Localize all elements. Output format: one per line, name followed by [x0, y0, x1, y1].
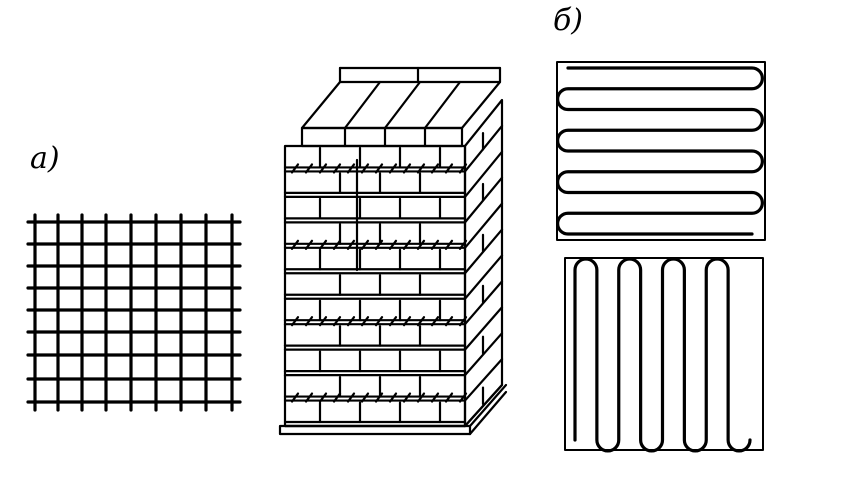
reinforcement-hatch — [346, 239, 356, 250]
reinforcement-hatch — [458, 239, 468, 250]
reinforcement-hatch — [402, 316, 412, 327]
reinforcement-hatch — [430, 316, 440, 327]
reinforcement-hatch — [374, 163, 384, 174]
figure-label-b: б) — [553, 3, 584, 38]
reinforcement-hatch — [444, 239, 454, 250]
reinforcement-hatch — [332, 316, 342, 327]
reinforcement-hatch — [416, 163, 426, 174]
reinforcement-hatch — [332, 392, 342, 403]
reinforcement-hatch — [402, 163, 412, 174]
reinforcement-hatch — [360, 239, 370, 250]
side-course-joint — [463, 357, 504, 402]
reinforcement-hatch — [430, 392, 440, 403]
pillar-front-face — [283, 144, 467, 428]
reinforced-brick-pillar — [278, 66, 508, 436]
reinforcement-hatch — [360, 392, 370, 403]
top-brick-course — [300, 66, 502, 148]
reinforcement-hatch — [430, 163, 440, 174]
reinforcement-hatch — [416, 316, 426, 327]
reinforcement-hatch — [332, 239, 342, 250]
side-course-joint — [463, 383, 504, 428]
reinforcement-hatch — [290, 392, 300, 403]
reinforcement-hatch — [332, 163, 342, 174]
reinforcement-hatch — [318, 163, 328, 174]
reinforcement-hatch — [290, 163, 300, 174]
reinforcement-hatch — [458, 392, 468, 403]
reinforcement-hatch — [388, 239, 398, 250]
reinforcement-hatch — [416, 392, 426, 403]
reinforcement-hatch — [402, 239, 412, 250]
reinforcement-hatch — [304, 316, 314, 327]
reinforcement-hatch — [290, 316, 300, 327]
reinforcement-hatch — [444, 316, 454, 327]
reinforcement-hatch — [458, 316, 468, 327]
reinforcement-hatch — [304, 392, 314, 403]
side-course-joint — [463, 254, 504, 300]
reinforcement-hatch — [458, 163, 468, 174]
reinforcement-hatch — [388, 316, 398, 327]
reinforcement-hatch — [318, 392, 328, 403]
reinforcement-hatch — [430, 239, 440, 250]
reinforcement-hatch — [374, 316, 384, 327]
serpentine-mesh-horizontal — [556, 61, 766, 241]
reinforcement-hatch — [444, 163, 454, 174]
reinforcement-hatch — [318, 316, 328, 327]
reinforcement-hatch — [374, 392, 384, 403]
reinforcement-hatch — [304, 163, 314, 174]
reinforcement-hatch — [374, 239, 384, 250]
reinforcement-hatch — [346, 316, 356, 327]
rectangular-mesh — [26, 213, 242, 412]
reinforcement-hatch — [304, 239, 314, 250]
reinforcement-hatch — [360, 316, 370, 327]
reinforcement-hatch — [346, 392, 356, 403]
reinforcement-hatch — [360, 163, 370, 174]
reinforcement-hatch — [388, 392, 398, 403]
side-course-joint — [463, 150, 504, 199]
serpentine-mesh-vertical — [564, 257, 764, 453]
brick-courses — [283, 124, 504, 428]
pillar-base — [278, 424, 472, 436]
side-course-joint — [463, 306, 504, 351]
reinforcement-hatch — [290, 239, 300, 250]
figure-label-a: а) — [30, 141, 60, 176]
reinforcement-hatch — [416, 239, 426, 250]
reinforcement-hatch — [318, 239, 328, 250]
reinforcement-hatch — [402, 392, 412, 403]
side-course-joint — [463, 202, 504, 249]
reinforcement-hatch — [346, 163, 356, 174]
reinforcement-hatch — [388, 163, 398, 174]
reinforcement-hatch — [444, 392, 454, 403]
side-course-joint — [463, 332, 504, 377]
